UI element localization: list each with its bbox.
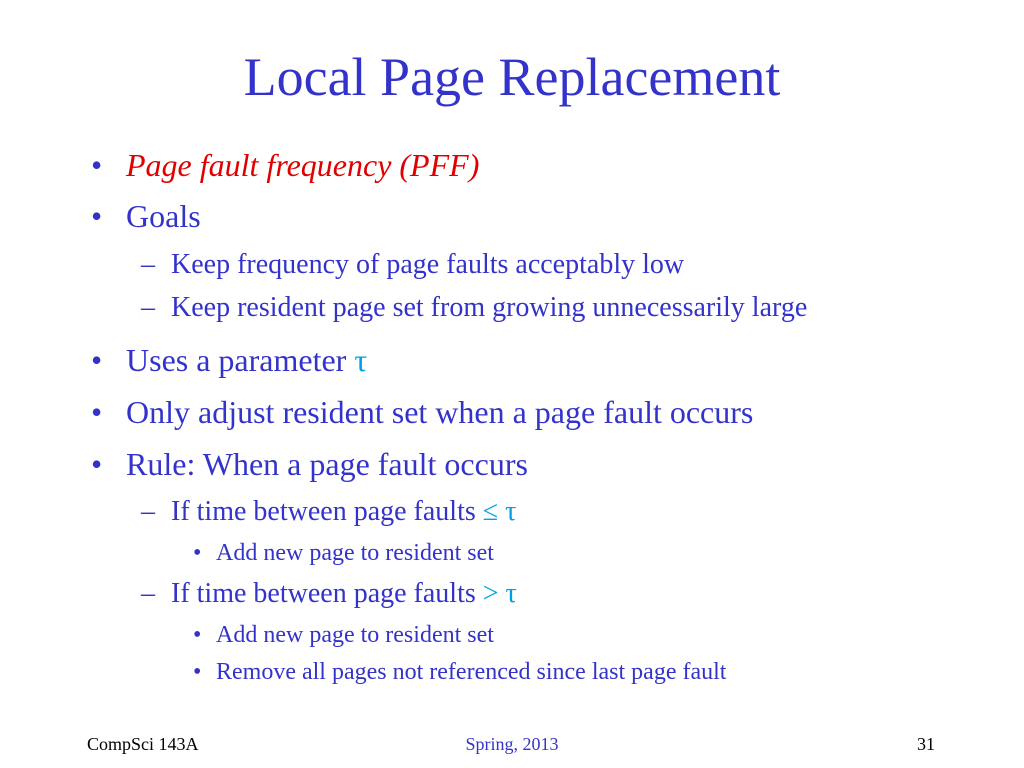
- bullet-marker: •: [91, 342, 103, 378]
- subbullet-text: Keep frequency of page faults acceptably…: [171, 249, 685, 280]
- dash-marker: –: [141, 578, 155, 609]
- dash-marker: –: [141, 496, 155, 527]
- dash-marker: –: [141, 292, 155, 323]
- subbullet-time-gt-tau: – If time between page faults > τ: [141, 577, 517, 611]
- bullet-pff: • Page fault frequency (PFF): [91, 145, 480, 185]
- subsubbullet-text: Remove all pages not referenced since la…: [216, 659, 727, 685]
- bullet-marker: •: [91, 394, 103, 430]
- footer-term: Spring, 2013: [465, 734, 559, 754]
- subsubbullet-text: Add new page to resident set: [216, 622, 494, 648]
- subbullet-goal-low-faults: – Keep frequency of page faults acceptab…: [141, 248, 685, 282]
- bullet-text: Goals: [126, 198, 201, 234]
- bullet-adjust-resident-set: • Only adjust resident set when a page f…: [91, 392, 754, 432]
- subbullet-time-le-tau: – If time between page faults ≤ τ: [141, 495, 517, 529]
- bullet-marker: •: [193, 659, 202, 685]
- subsubbullet-text: Add new page to resident set: [216, 540, 494, 566]
- bullet-text: Only adjust resident set when a page fau…: [126, 394, 754, 430]
- subsubbullet-add-page: • Add new page to resident set: [193, 538, 494, 568]
- gt-tau-symbol: > τ: [482, 578, 517, 609]
- bullet-goals: • Goals: [91, 196, 201, 236]
- bullet-marker: •: [91, 147, 103, 183]
- footer-course: CompSci 143A: [87, 734, 199, 754]
- bullet-parameter: • Uses a parameter τ: [91, 340, 368, 380]
- bullet-marker: •: [91, 446, 103, 482]
- subbullet-goal-resident-set: – Keep resident page set from growing un…: [141, 291, 808, 325]
- subbullet-text: Keep resident page set from growing unne…: [171, 292, 808, 323]
- tau-symbol: τ: [354, 342, 368, 378]
- le-tau-symbol: ≤ τ: [482, 496, 517, 527]
- subbullet-text: If time between page faults: [171, 496, 483, 527]
- slide-title: Local Page Replacement: [243, 47, 781, 107]
- slide-number: 31: [917, 734, 935, 754]
- subsubbullet-remove-pages: • Remove all pages not referenced since …: [193, 657, 727, 687]
- dash-marker: –: [141, 249, 155, 280]
- bullet-text: Page fault frequency (PFF): [126, 147, 480, 183]
- subsubbullet-add-page: • Add new page to resident set: [193, 620, 494, 650]
- subbullet-text: If time between page faults: [171, 578, 483, 609]
- bullet-rule: • Rule: When a page fault occurs: [91, 444, 528, 484]
- bullet-text: Uses a parameter: [126, 342, 355, 378]
- bullet-marker: •: [91, 198, 103, 234]
- bullet-marker: •: [193, 540, 202, 566]
- bullet-marker: •: [193, 622, 202, 648]
- bullet-text: Rule: When a page fault occurs: [126, 446, 528, 482]
